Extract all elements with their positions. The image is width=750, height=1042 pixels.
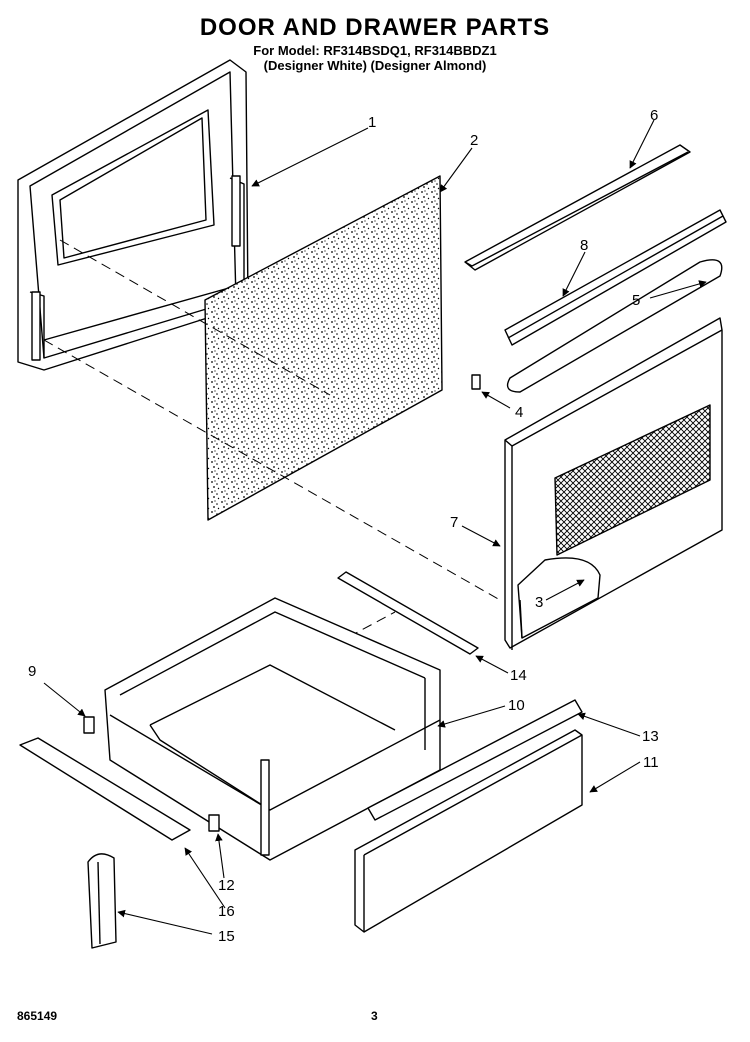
callout-4: 4 xyxy=(515,404,523,421)
callout-14: 14 xyxy=(510,667,527,684)
callout-7: 7 xyxy=(450,514,458,531)
part-6-top-trim xyxy=(464,144,691,271)
part-13-front-trim xyxy=(367,699,583,821)
part-11-drawer-front xyxy=(354,729,583,933)
part-7-outer-door xyxy=(504,317,723,650)
callout-16: 16 xyxy=(218,903,235,920)
page-title: DOOR AND DRAWER PARTS xyxy=(199,14,551,41)
callout-8: 8 xyxy=(580,237,588,254)
callout-2: 2 xyxy=(470,132,478,149)
part-4-clip xyxy=(471,374,481,390)
model-line: For Model: RF314BSDQ1, RF314BBDZ1 xyxy=(253,43,497,58)
part-10-drawer-body xyxy=(104,597,441,861)
part-2-insulation-panel xyxy=(204,175,443,521)
part-15-end-cap xyxy=(87,853,117,949)
part-9-bracket xyxy=(83,716,95,734)
part-1-inner-door-frame xyxy=(17,59,249,371)
part-12-bracket xyxy=(208,814,220,832)
callout-6: 6 xyxy=(650,107,658,124)
callout-12: 12 xyxy=(218,877,235,894)
part-16-side-rail xyxy=(19,737,191,841)
callout-5: 5 xyxy=(632,292,640,309)
part-8-trim-strip xyxy=(504,209,727,346)
callout-1: 1 xyxy=(368,114,376,131)
callout-11: 11 xyxy=(643,754,659,771)
page-number: 3 xyxy=(371,1009,378,1023)
callout-9: 9 xyxy=(28,663,36,680)
drawing-number: 865149 xyxy=(17,1009,58,1023)
callout-15: 15 xyxy=(218,928,235,945)
part-14-drawer-rail xyxy=(337,571,479,655)
drawer-post xyxy=(260,759,270,856)
color-line: (Designer White) (Designer Almond) xyxy=(263,58,487,73)
callout-3: 3 xyxy=(535,594,543,611)
callout-10: 10 xyxy=(508,697,525,714)
callout-13: 13 xyxy=(642,728,659,745)
